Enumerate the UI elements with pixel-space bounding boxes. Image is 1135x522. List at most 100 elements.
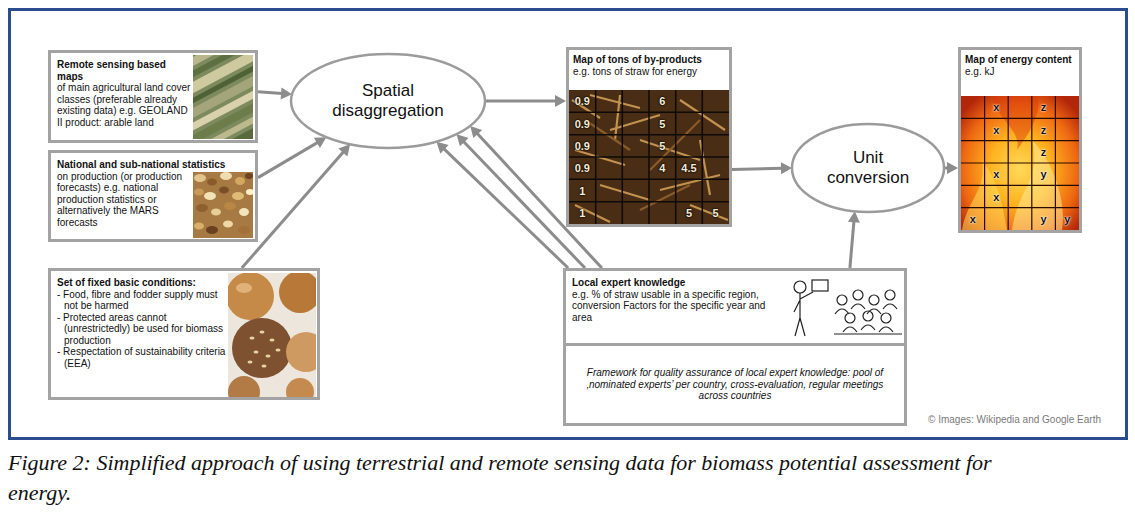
straw-stalks (585, 120, 700, 210)
box-heading: National and sub-national statistics (57, 159, 253, 171)
bread-roll (228, 273, 274, 320)
map-value: 0.9 (575, 118, 590, 130)
grain (194, 189, 204, 196)
grain (223, 221, 233, 228)
seed (270, 339, 275, 342)
grain (246, 189, 253, 195)
node-content: Unit conversion (790, 122, 946, 214)
field-strip (193, 102, 253, 139)
grain (207, 179, 217, 186)
map-value: 5 (659, 118, 665, 130)
arrow-line (850, 221, 854, 268)
box-heading: Map of tons of by-products (573, 54, 729, 66)
grain (238, 226, 250, 234)
flow-arrow (732, 162, 792, 174)
conditions-box: Set of fixed basic conditions:- Food, fi… (48, 268, 320, 400)
map-value: y (1041, 213, 1047, 225)
grain (206, 226, 218, 234)
field-strips (193, 55, 253, 139)
straw-map (569, 90, 729, 224)
arrowhead (947, 162, 958, 174)
flow-arrow (258, 137, 326, 177)
grain (224, 202, 236, 210)
map-box: Map of tons of by-productse.g. tons of s… (566, 47, 732, 227)
person-head (869, 295, 879, 305)
map-value: 5 (686, 207, 692, 219)
arrowhead (314, 137, 327, 148)
map-value: 5 (713, 207, 719, 219)
map-grid (961, 96, 1079, 230)
grain (239, 208, 249, 216)
arrowhead (781, 162, 792, 174)
bread-seeds (248, 331, 281, 368)
flow-arrow (242, 144, 350, 268)
map-value: y (1041, 168, 1047, 180)
box-text: e.g. kJ (965, 66, 1079, 78)
table-edge (834, 333, 902, 334)
field-strip (193, 93, 253, 139)
ellipse-shape (291, 54, 485, 148)
arrow-line (258, 92, 282, 94)
person-head (885, 290, 895, 300)
map-value: x (970, 213, 976, 225)
node-content: Local expert knowledgee.g. % of straw us… (566, 271, 904, 329)
person-head (837, 295, 847, 305)
map-value: x (993, 101, 999, 113)
flow-arrow (485, 95, 566, 107)
image-credit: © Images: Wikipedia and Google Earth (928, 414, 1101, 425)
bread-roll (286, 378, 314, 397)
seed (260, 331, 265, 334)
person-body (794, 292, 813, 336)
figure-caption: Figure 2: Simplified approach of using t… (8, 448, 1018, 508)
map-value: z (1041, 101, 1047, 113)
node-content: Map of tons of by-productse.g. tons of s… (569, 50, 729, 81)
person-head (845, 313, 855, 323)
map-value: 0.9 (575, 162, 590, 174)
grain (245, 173, 253, 179)
map-value: 4 (659, 162, 665, 174)
list-item: - Protected areas cannot (unrestrictedly… (57, 312, 229, 347)
process-ellipse: Unit conversion (790, 122, 946, 214)
box-heading: Local expert knowledge (572, 277, 782, 289)
node-content: Remote sensing based mapsof main agricul… (51, 53, 255, 134)
map-value: x (993, 124, 999, 136)
person-head (881, 313, 891, 323)
arrowhead (470, 126, 482, 138)
map-value: 1 (579, 207, 585, 219)
seed (254, 351, 259, 354)
box-text: of main agricultural land cover classes … (57, 82, 191, 128)
person-head (853, 290, 863, 300)
map-box: Map of energy contente.g. kJ (958, 47, 1082, 233)
grain (211, 209, 221, 216)
bread-roll (279, 273, 316, 313)
bread-roll (232, 318, 292, 378)
box-heading: Map of energy content (965, 54, 1079, 66)
map-value: 1 (579, 185, 585, 197)
seed (250, 337, 255, 340)
grain (235, 177, 245, 185)
node-content: Map of energy contente.g. kJ (961, 50, 1079, 81)
cartoon-figures (794, 280, 902, 336)
field-strip (193, 73, 253, 139)
map-value: 0.9 (575, 95, 590, 107)
map-value: y (1064, 213, 1070, 225)
ellipse-shape (792, 124, 944, 212)
arrowhead (338, 144, 350, 156)
list-item: - Respectation of sustainability criteri… (57, 346, 229, 369)
bread-highlight (236, 283, 252, 293)
arrow-line (485, 100, 556, 103)
person-head (794, 281, 806, 293)
input-box: National and sub-national statisticson p… (48, 150, 258, 242)
energy-map (961, 96, 1079, 230)
grain (194, 174, 206, 182)
map-value: x (993, 191, 999, 203)
box-text: on production (or production forecasts) … (57, 171, 191, 229)
arrowhead (457, 134, 469, 146)
grain (204, 192, 216, 200)
process-label: Unit conversion (818, 148, 918, 188)
straw-ground (569, 90, 729, 224)
arrow-line (732, 168, 782, 169)
